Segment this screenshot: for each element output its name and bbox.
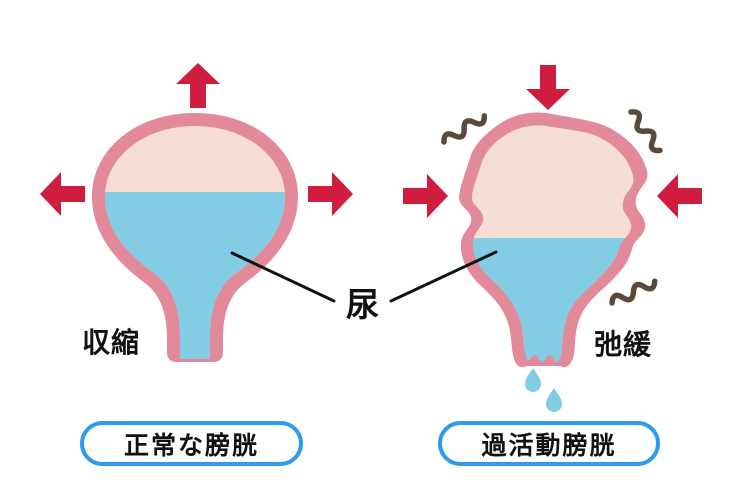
urine-drop-icon (546, 388, 562, 412)
expand-arrow-left-icon (40, 172, 85, 216)
urine-pointer-line-left (230, 251, 336, 303)
press-arrow-down-icon (526, 65, 570, 110)
urine-label: 尿 (346, 286, 380, 323)
urine-drop-icon (525, 368, 541, 392)
contraction-label: 収縮 (82, 327, 141, 358)
press-arrow-right-icon (403, 174, 448, 218)
press-arrow-left-icon (657, 174, 702, 218)
urine-leak (526, 350, 561, 362)
overactive-bladder-caption: 過活動膀胱 (438, 421, 660, 466)
normal-bladder-caption: 正常な膀胱 (80, 421, 303, 466)
spasm-squiggle-bottom-right-icon (610, 277, 657, 308)
normal-bladder-illustration (40, 63, 353, 362)
relaxation-label: 弛緩 (594, 329, 653, 360)
overactive-bladder-illustration (403, 65, 702, 412)
expand-arrow-up-icon (176, 63, 220, 108)
expand-arrow-right-icon (308, 172, 353, 216)
urine-pointer-line-right (389, 250, 498, 303)
